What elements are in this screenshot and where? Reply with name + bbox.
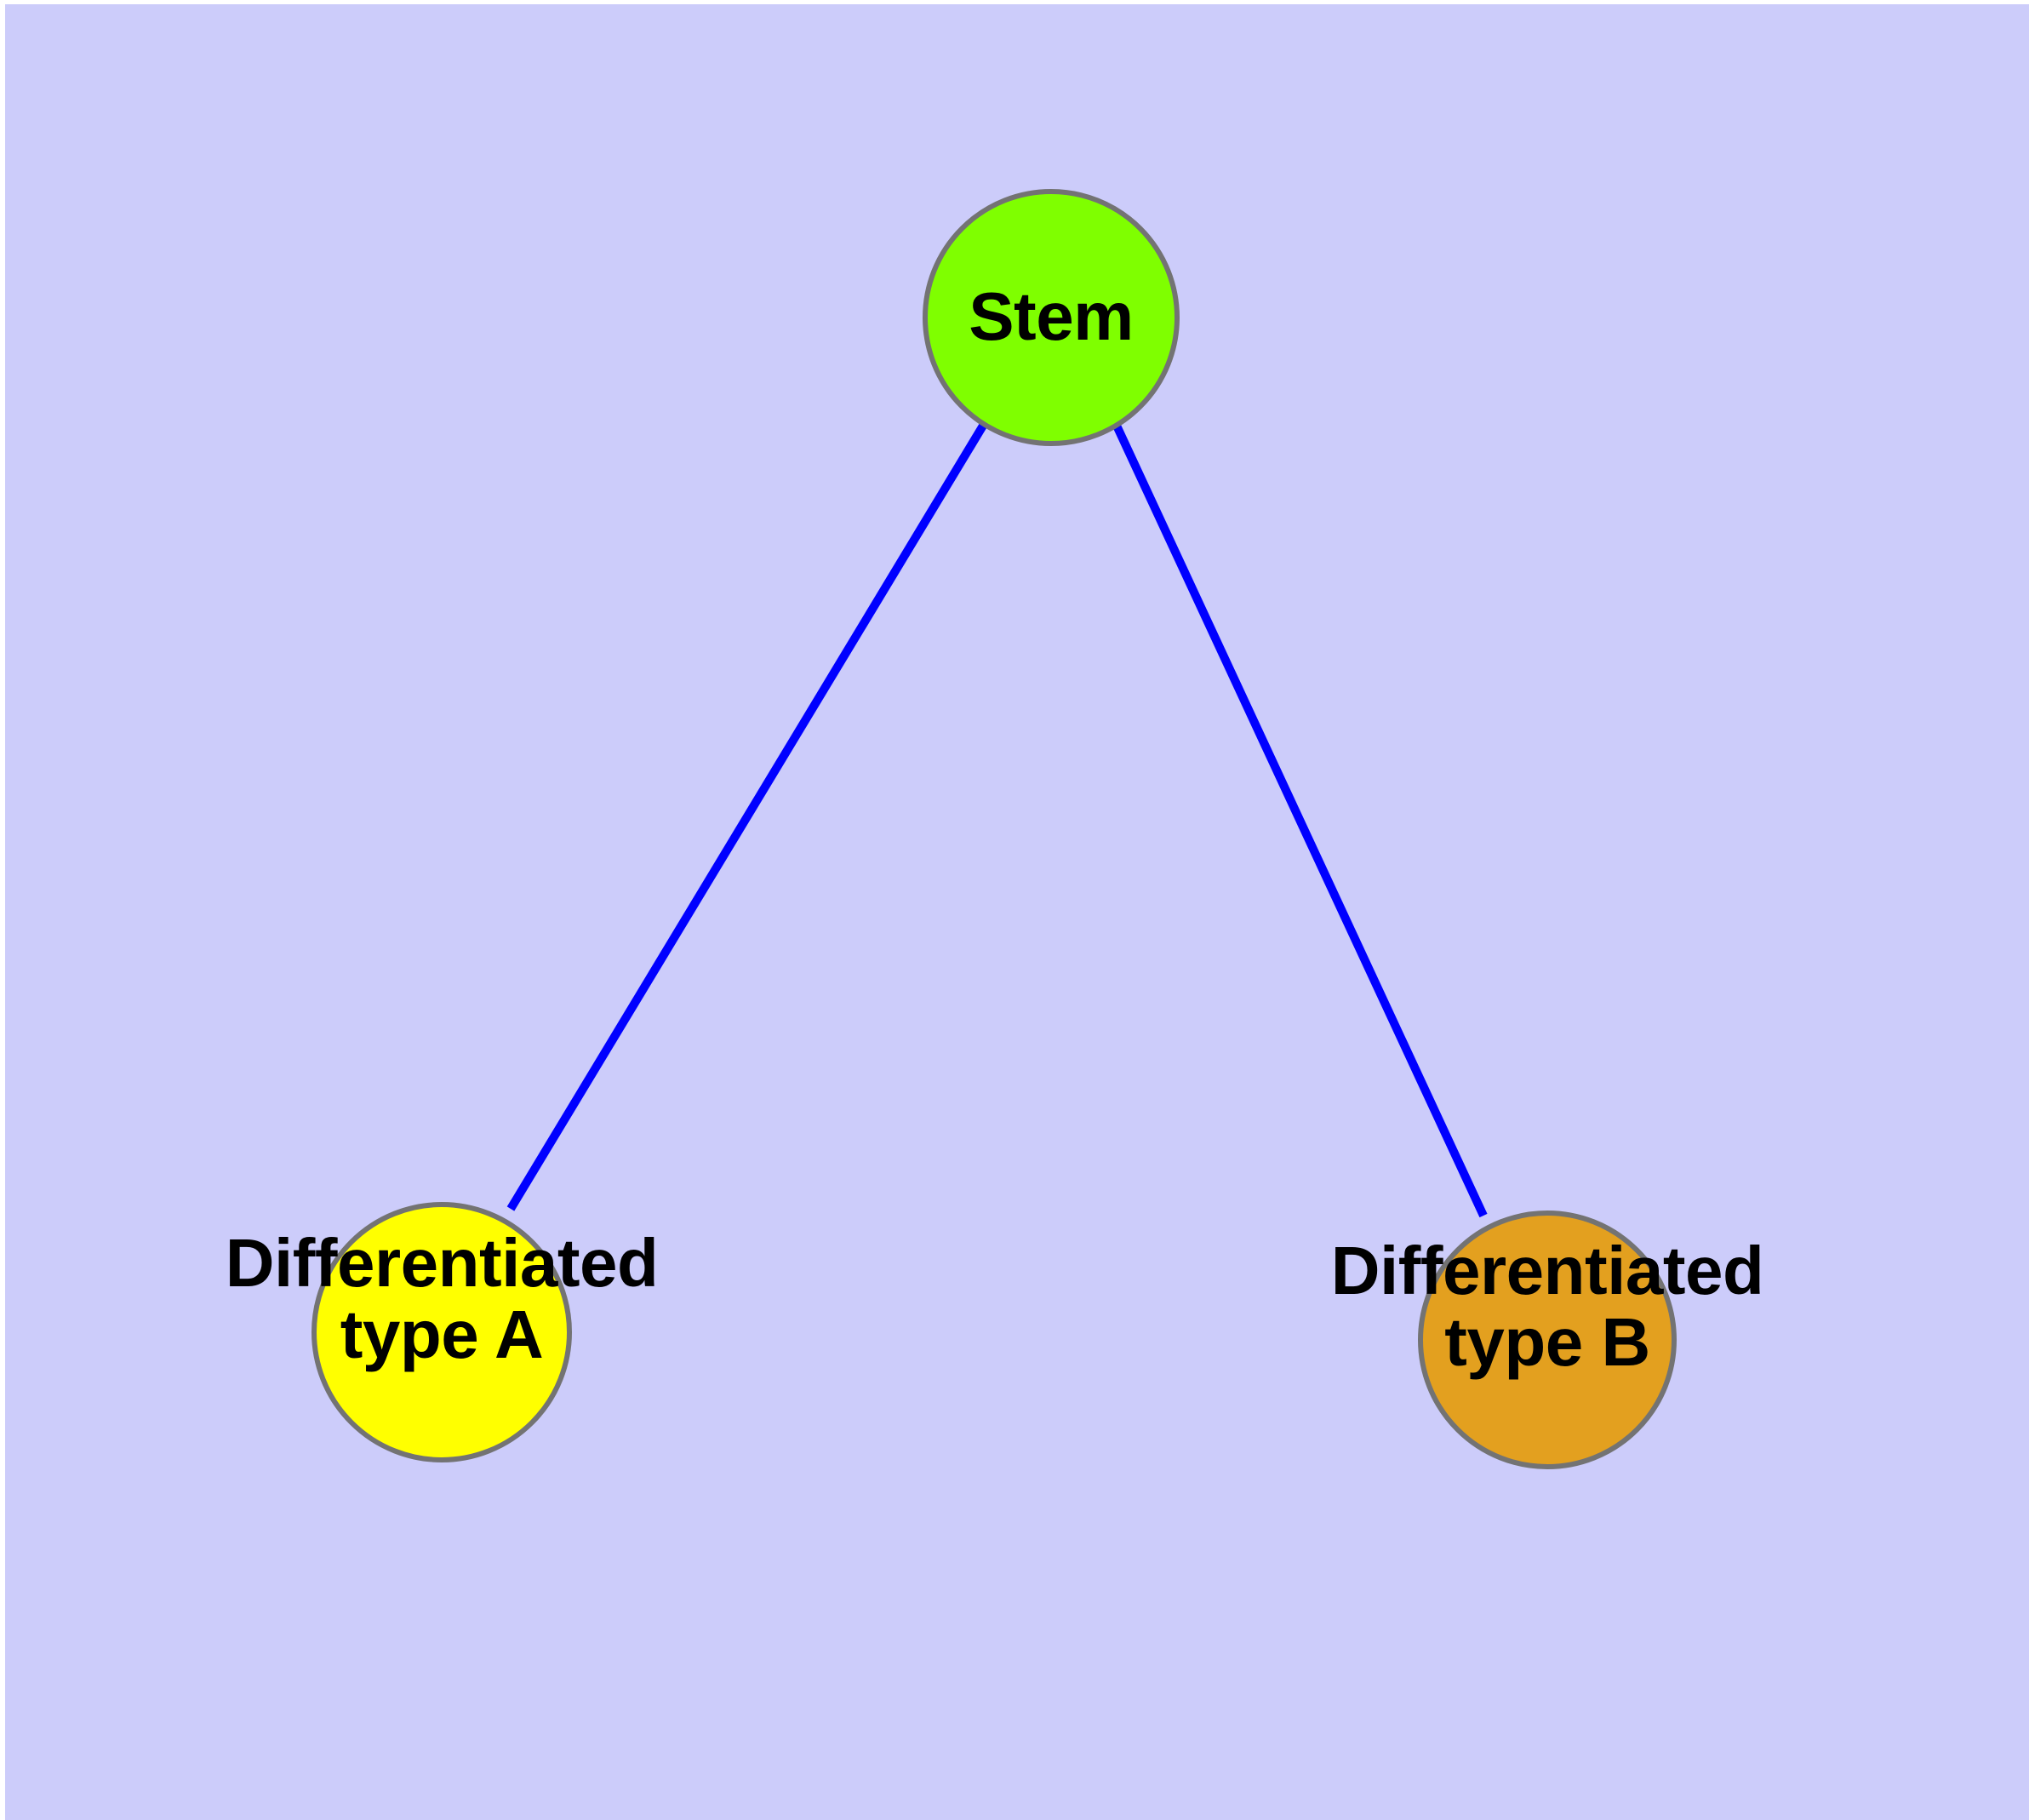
node-differentiated-type-a[interactable]	[311, 1202, 572, 1462]
edge-layer	[506, 423, 1488, 1218]
node-layer	[311, 189, 1677, 1469]
node-differentiated-type-b[interactable]	[1418, 1210, 1677, 1469]
edge-stem-to-differentiated-b[interactable]	[1112, 423, 1488, 1218]
edge-stem-to-differentiated-a[interactable]	[506, 423, 987, 1211]
node-stem[interactable]	[923, 189, 1180, 446]
